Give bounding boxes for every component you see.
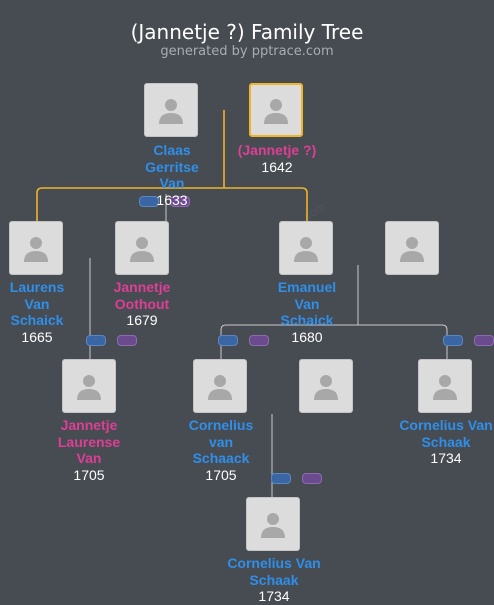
person-name: Jannetje Oothout	[113, 279, 171, 312]
person-photo-jannetje-root[interactable]	[249, 83, 303, 137]
person-photo-cornelius-spouse[interactable]	[299, 359, 353, 413]
person-caption-claas[interactable]: Claas Gerritse Van 1633	[117, 142, 227, 208]
person-silhouette-icon	[264, 99, 288, 124]
person-year: 1734	[430, 450, 462, 466]
person-caption-jannetje-root[interactable]: (Jannetje ?) 1642	[222, 142, 332, 175]
person-caption-cornelius-1734-a[interactable]: Cornelius Van Schaak 1734	[391, 417, 494, 467]
person-name: Emanuel Van Schaick	[277, 279, 337, 328]
person-photo-claas[interactable]	[144, 83, 198, 137]
expand-family-pill[interactable]	[474, 335, 494, 346]
person-name: Cornelius Van Schaak	[227, 555, 321, 588]
person-year: 1734	[258, 588, 290, 604]
person-silhouette-icon	[24, 237, 48, 262]
person-year: 1665	[21, 328, 53, 345]
collapse-family-pill[interactable]	[86, 335, 106, 346]
expand-family-pill[interactable]	[117, 335, 137, 346]
person-photo-emanuel-spouse[interactable]	[385, 221, 439, 275]
person-caption-jannetje-oothout[interactable]: Jannetje Oothout 1679	[87, 279, 197, 329]
person-silhouette-icon	[208, 375, 232, 400]
person-silhouette-icon	[433, 375, 457, 400]
person-silhouette-icon	[314, 375, 338, 400]
person-name: (Jannetje ?)	[237, 142, 317, 158]
collapse-family-pill[interactable]	[139, 196, 159, 207]
expand-family-pill[interactable]	[170, 196, 190, 207]
tree-subtitle: generated by pptrace.com	[160, 44, 334, 59]
person-name: Cornelius van Schaack	[188, 417, 254, 466]
person-year: 1679	[126, 312, 158, 328]
person-name: Claas Gerritse Van	[145, 142, 199, 191]
expand-family-pill[interactable]	[302, 473, 322, 484]
person-silhouette-icon	[261, 513, 285, 538]
descendant-line	[220, 265, 448, 360]
collapse-family-pill[interactable]	[271, 473, 291, 484]
collapse-family-pill[interactable]	[218, 335, 238, 346]
person-photo-cornelius-van-schaack[interactable]	[193, 359, 247, 413]
person-name: Jannetje Laurense Van	[57, 417, 121, 466]
person-year: 1705	[73, 466, 105, 483]
person-caption-cornelius-van-schaack[interactable]: Cornelius van Schaack 1705	[166, 417, 276, 483]
person-photo-cornelius-1734-a[interactable]	[418, 359, 472, 413]
person-silhouette-icon	[159, 99, 183, 124]
person-photo-jannetje-oothout[interactable]	[115, 221, 169, 275]
person-year: 1705	[205, 466, 237, 483]
tree-title: (Jannetje ?) Family Tree	[130, 20, 364, 44]
person-name: Cornelius Van Schaak	[399, 417, 493, 450]
person-photo-cornelius-1734-b[interactable]	[246, 497, 300, 551]
person-year: 1642	[261, 158, 293, 175]
ancestor-line	[36, 110, 308, 222]
person-silhouette-icon	[294, 237, 318, 262]
person-caption-emanuel[interactable]: Emanuel Van Schaick 1680	[252, 279, 362, 345]
person-caption-jannetje-laurense[interactable]: Jannetje Laurense Van 1705	[34, 417, 144, 483]
person-year: 1633	[156, 191, 188, 208]
collapse-family-pill[interactable]	[443, 335, 463, 346]
person-caption-cornelius-1734-b[interactable]: Cornelius Van Schaak 1734	[219, 555, 329, 605]
person-photo-emanuel[interactable]	[279, 221, 333, 275]
person-photo-jannetje-laurense[interactable]	[62, 359, 116, 413]
person-caption-laurens[interactable]: Laurens Van Schaick 1665	[0, 279, 92, 345]
person-silhouette-icon	[130, 237, 154, 262]
person-silhouette-icon	[400, 237, 424, 262]
expand-family-pill[interactable]	[249, 335, 269, 346]
person-photo-laurens[interactable]	[9, 221, 63, 275]
person-silhouette-icon	[77, 375, 101, 400]
person-year: 1680	[291, 328, 323, 345]
person-name: Laurens Van Schaick	[9, 279, 65, 328]
